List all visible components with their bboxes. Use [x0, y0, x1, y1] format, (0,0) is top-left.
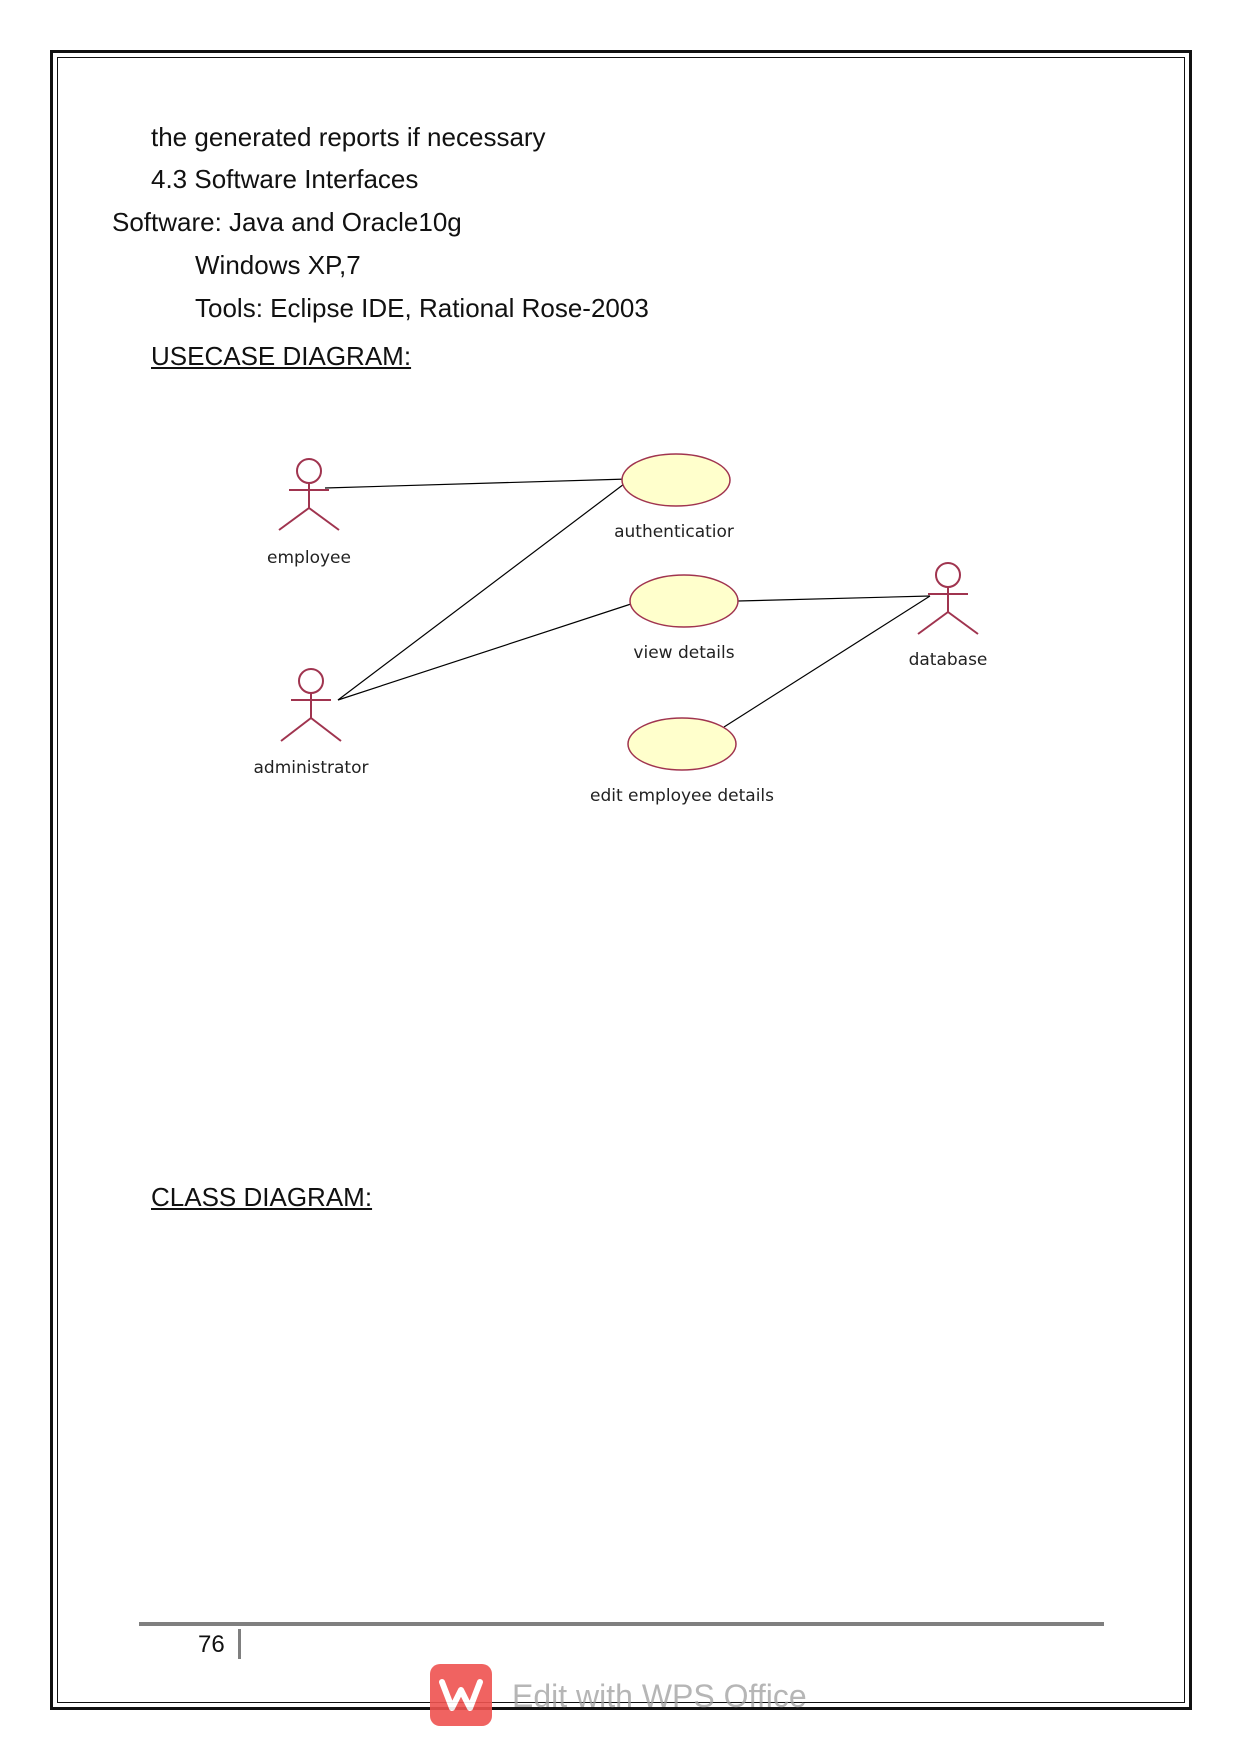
usecase-view-details-label: view details: [633, 643, 734, 663]
usecase-diagram-heading: USECASE DIAGRAM:: [151, 341, 412, 371]
usecase-edit-employee-details: [627, 717, 737, 771]
wps-logo-icon[interactable]: [430, 1664, 492, 1726]
usecase-authentication-label: authenticatior: [614, 522, 734, 542]
footer-rule: [139, 1622, 1104, 1626]
actor-database-figure: [917, 562, 979, 635]
text-line-tools: Tools: Eclipse IDE, Rational Rose-2003: [195, 293, 649, 323]
assoc-employee-authentication: [324, 478, 629, 489]
usecase-edit-employee-details-label: edit employee details: [590, 786, 774, 806]
usecase-authentication: [621, 453, 731, 507]
page-number: 76: [198, 1631, 225, 1658]
class-diagram-heading: CLASS DIAGRAM:: [151, 1182, 373, 1212]
page-border-inner: [57, 57, 1185, 1703]
page-number-separator: [238, 1629, 241, 1659]
page-border-outer: [50, 50, 1192, 1710]
text-line-windows: Windows XP,7: [195, 250, 361, 280]
assoc-administrator-view-details: [337, 602, 635, 701]
assoc-edit-details-database: [723, 595, 931, 728]
wps-watermark-link[interactable]: Edit with WPS Office: [512, 1678, 807, 1714]
assoc-view-details-database: [737, 595, 931, 602]
usecase-view-details: [629, 574, 739, 628]
section-heading: 4.3 Software Interfaces: [151, 164, 419, 194]
text-line-software: Software: Java and Oracle10g: [112, 207, 462, 237]
text-line-reports: the generated reports if necessary: [151, 122, 546, 152]
assoc-administrator-authentication: [337, 480, 629, 701]
actor-employee-figure: [278, 458, 340, 531]
actor-administrator-label: administrator: [254, 758, 369, 778]
actor-administrator-figure: [280, 668, 342, 742]
actor-database-label: database: [909, 650, 988, 670]
actor-employee-label: employee: [267, 548, 351, 568]
